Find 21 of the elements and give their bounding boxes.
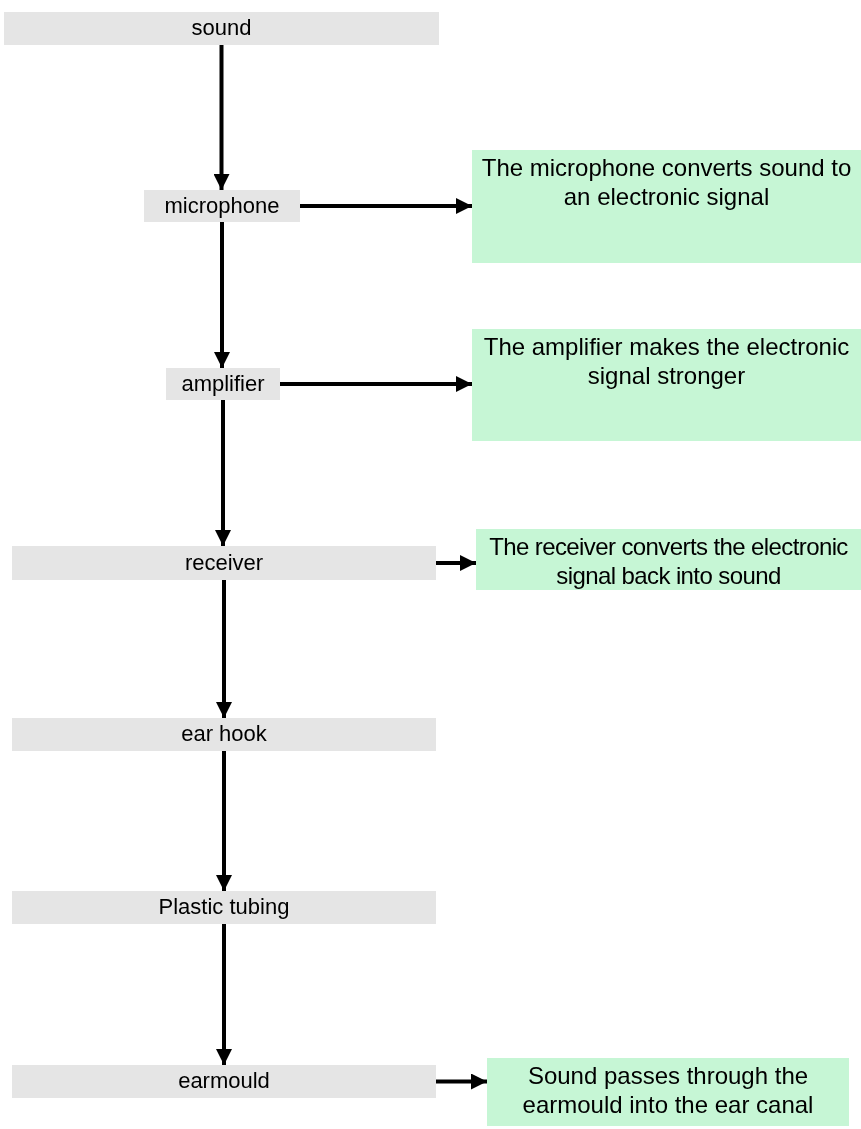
arrow	[436, 1073, 487, 1090]
arrow	[216, 751, 232, 891]
arrow	[280, 376, 472, 392]
arrow	[215, 400, 231, 546]
description-box: Sound passes through the earmould into the ear canal	[487, 1058, 849, 1126]
arrow	[300, 198, 472, 214]
step-box: receiver	[12, 546, 436, 580]
arrow	[216, 580, 232, 718]
step-box: amplifier	[166, 368, 280, 400]
step-box: ear hook	[12, 718, 436, 751]
arrow	[216, 924, 232, 1065]
arrow	[436, 555, 476, 571]
step-box: microphone	[144, 190, 300, 222]
arrow	[214, 222, 230, 368]
step-box: earmould	[12, 1065, 436, 1098]
description-box: The microphone converts sound to an electronic signal	[472, 150, 861, 263]
arrow	[213, 45, 230, 190]
step-box: sound	[4, 12, 439, 45]
description-box: The receiver converts the electronic signal back into sound	[476, 529, 861, 590]
description-box: The amplifier makes the electronic signal stronger	[472, 329, 861, 441]
step-box: Plastic tubing	[12, 891, 436, 924]
